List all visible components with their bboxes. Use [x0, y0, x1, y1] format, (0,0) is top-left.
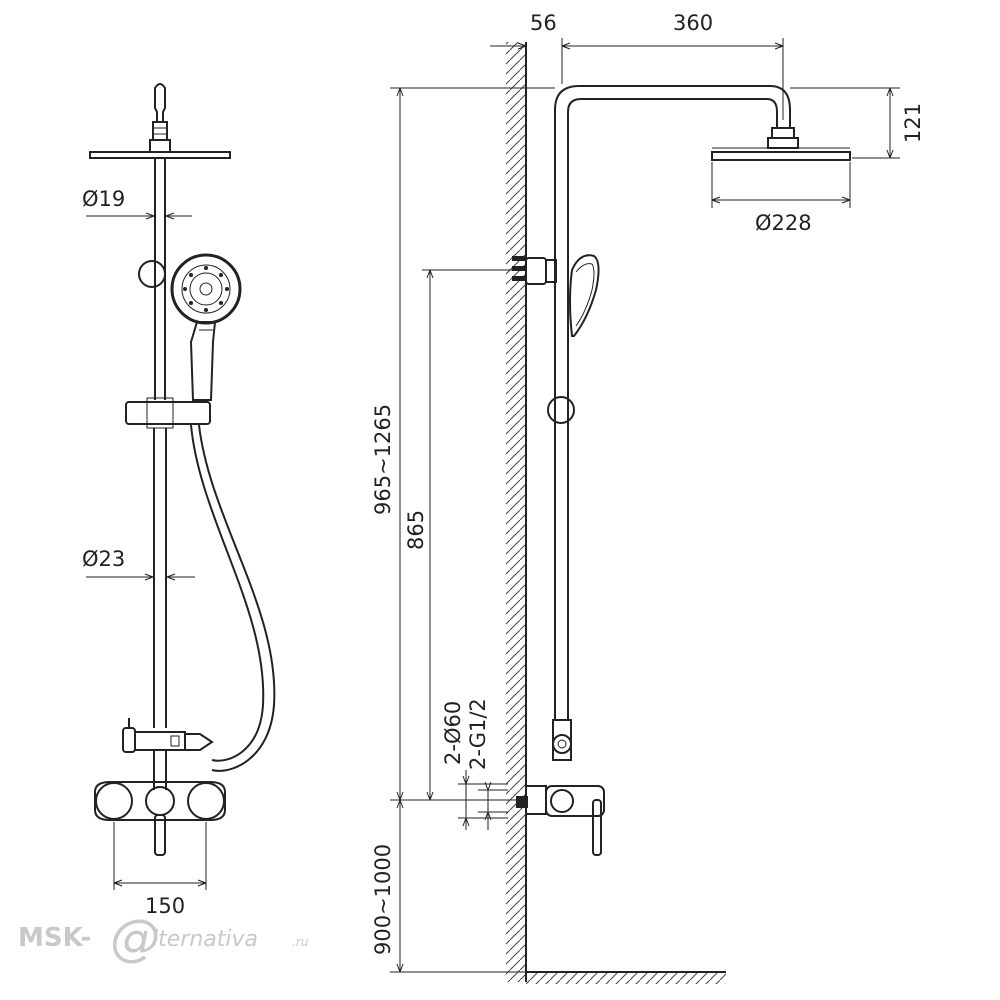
dim-adjustable-height: 965~1265	[371, 404, 395, 515]
mixer-cartridge	[145, 786, 175, 816]
mixer-left-connector	[95, 782, 133, 820]
side-view: 56 360 121 Ø228	[371, 11, 925, 984]
dim-thread-size: 2-G1/2	[466, 698, 490, 770]
wall-hatch	[506, 42, 526, 982]
svg-text:lternativa: lternativa	[152, 927, 258, 952]
dim-wall-offset: 56	[530, 11, 557, 35]
shower-head-side	[711, 151, 851, 161]
floor-hatch	[526, 972, 726, 984]
mixer-body-front	[94, 781, 226, 821]
dim-mixer-width: 150	[145, 894, 185, 918]
dim-holder-height: 865	[404, 510, 428, 550]
mixer-body-side	[545, 785, 605, 817]
diverter-body-front	[134, 731, 186, 751]
spray-nozzles	[183, 266, 229, 312]
hand-shower-side	[569, 254, 600, 337]
mixer-right-connector	[187, 782, 225, 820]
dim-arm-length: 360	[673, 11, 713, 35]
watermark-logo: MSK- @ lternativa .ru	[18, 909, 309, 967]
mixer-lever-front	[154, 814, 166, 856]
top-connector	[154, 83, 166, 123]
dim-install-height: 900~1000	[371, 844, 395, 955]
mixer-lever-side	[592, 799, 602, 856]
dim-upper-pipe-diameter: Ø19	[82, 187, 125, 211]
wall-bracket	[512, 256, 557, 285]
hand-shower-handle-front	[189, 321, 217, 401]
svg-text:.ru: .ru	[292, 935, 309, 949]
dim-escutcheon-diameter: 2-Ø60	[441, 701, 465, 765]
dim-head-diameter: Ø228	[755, 211, 812, 235]
shower-arm-outer	[554, 85, 791, 720]
shower-head-front	[89, 151, 231, 159]
slider-knob-side	[547, 396, 575, 424]
diverter-knob-front	[122, 727, 136, 753]
svg-text:@: @	[110, 909, 160, 967]
top-nut	[152, 121, 168, 141]
dim-head-height: 121	[901, 103, 925, 143]
shower-arm-inner	[567, 98, 778, 720]
shower-hose-front	[198, 424, 276, 772]
svg-text:MSK-: MSK-	[18, 923, 91, 953]
dim-lower-pipe-diameter: Ø23	[82, 547, 125, 571]
holder-bracket-front	[138, 260, 166, 288]
slider-block-front	[125, 401, 211, 425]
front-view: Ø19 Ø23	[82, 83, 276, 918]
escutcheon-side	[525, 785, 547, 815]
